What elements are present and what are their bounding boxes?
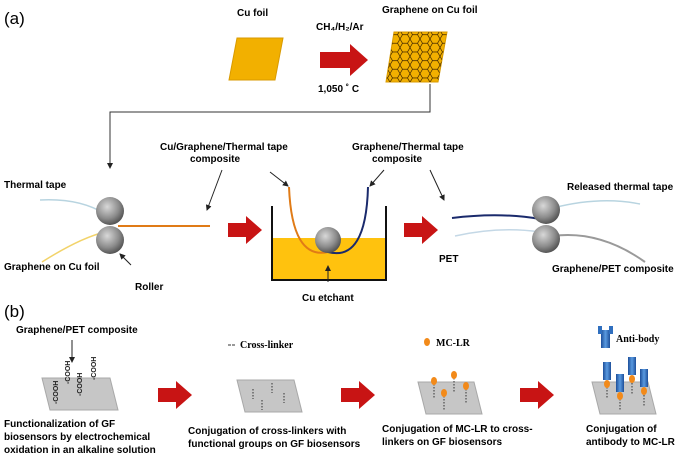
graphene-tape-label-2: composite — [372, 154, 422, 165]
cooh-group-1: -COOH — [53, 381, 60, 404]
cu-graphene-tape-label-1: Cu/Graphene/Thermal tape — [160, 142, 288, 153]
upper-roller-right — [532, 196, 560, 224]
pet-feed-line — [454, 229, 541, 237]
temperature-label: 1,050 ˚ C — [318, 83, 359, 95]
cooh-group-2: -COOH — [65, 361, 72, 384]
step2-line2: functional groups on GF biosensors — [188, 439, 361, 450]
graphene-on-cu-top-label: Graphene on Cu foil — [382, 5, 478, 16]
step3-line2: linkers on GF biosensors — [382, 437, 502, 448]
graphene-incoming-line — [451, 214, 541, 220]
mclr-label: MC-LR — [436, 338, 471, 349]
antibody-conjugates-4 — [603, 357, 648, 410]
step-arrow-1 — [158, 381, 192, 409]
thermal-tape-line — [39, 199, 106, 215]
antibody-legend-icon — [598, 326, 613, 348]
process-arrow-1 — [228, 216, 262, 244]
step2-line1: Conjugation of cross-linkers with — [188, 426, 346, 437]
upper-roller-left — [96, 197, 124, 225]
graphene-pet-label: Graphene/PET composite — [552, 264, 674, 275]
cu-foil-label: Cu foil — [237, 8, 268, 19]
antibody-label: Anti-body — [616, 334, 659, 345]
step4-line2: antibody to MC-LR — [586, 437, 676, 448]
substrate-2 — [236, 379, 303, 413]
cu-foil-sheet — [228, 37, 284, 81]
cu-graphene-pointer-1 — [205, 169, 223, 211]
step1-line3: oxidation in an alkaline solution — [4, 445, 156, 456]
cu-graphene-pointer-2 — [269, 171, 289, 187]
step-arrow-3 — [520, 381, 554, 409]
lower-roller-left — [96, 226, 124, 254]
cu-graphene-tape-label-2: composite — [190, 154, 240, 165]
cu-etchant-label: Cu etchant — [302, 293, 354, 304]
step-arrow-2 — [341, 381, 375, 409]
mclr-conjugates-3 — [431, 371, 469, 410]
graphene-on-cu-left-label: Graphene on Cu foil — [4, 262, 100, 273]
cu-graphene-tape-strip — [288, 186, 329, 254]
bath-roller — [315, 227, 341, 253]
gas-label: CH₄/H₂/Ar — [316, 22, 364, 33]
thermal-tape-label: Thermal tape — [4, 180, 67, 191]
lower-roller-right — [532, 225, 560, 253]
process-arrow-2 — [404, 216, 438, 244]
etchant-bath — [271, 206, 387, 281]
graphene-tape-strip — [327, 186, 369, 255]
roller-label: Roller — [135, 282, 163, 293]
cu-foil-feed-line — [41, 231, 106, 263]
graphene-tape-pointer-1 — [369, 169, 385, 187]
panel-b-label: (b) — [4, 302, 25, 321]
cooh-group-4: -COOH — [91, 357, 98, 380]
substrate-4 — [591, 381, 657, 415]
substrate-1 — [41, 377, 119, 411]
graphene-tape-label-1: Graphene/Thermal tape — [352, 142, 464, 153]
roller-pointer — [119, 253, 132, 266]
cooh-group-3: -COOH — [77, 373, 84, 396]
step4-line1: Conjugation of — [586, 424, 657, 435]
graphene-on-cu-sheet — [385, 31, 448, 83]
cross-linker-label: Cross-linker — [240, 340, 294, 351]
pet-label: PET — [439, 254, 458, 265]
graphene-tape-pointer-2 — [429, 169, 445, 201]
transfer-connector — [107, 84, 431, 169]
released-tape-line — [552, 200, 641, 209]
substrate-3 — [417, 381, 483, 415]
panel-a-label: (a) — [4, 9, 25, 28]
growth-arrow — [320, 44, 368, 76]
graphene-pet-output-line — [552, 234, 646, 263]
step1-line2: biosensors by electrochemical — [4, 432, 150, 443]
step3-line1: Conjugation of MC-LR to cross- — [382, 424, 533, 435]
mclr-legend-icon — [424, 338, 430, 346]
graphene-pet-b-label: Graphene/PET composite — [16, 325, 138, 336]
step1-line1: Functionalization of GF — [4, 419, 115, 430]
released-tape-label: Released thermal tape — [567, 182, 674, 193]
